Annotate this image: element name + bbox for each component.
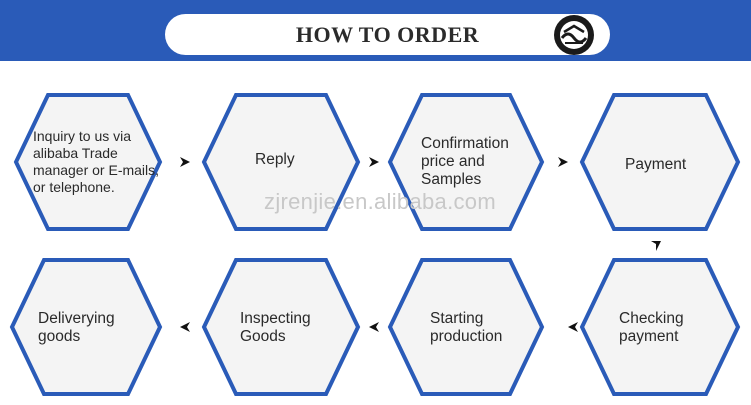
hexagon-step-5	[579, 258, 741, 396]
hexagon-step-6	[387, 258, 545, 396]
arrow-left-icon	[180, 322, 190, 332]
hexagon-step-8	[9, 258, 163, 396]
hexagon-step-3	[387, 93, 545, 231]
step-label: Payment	[625, 156, 687, 173]
watermark: zjrenjie.en.alibaba.com	[264, 189, 496, 214]
company-logo	[554, 15, 594, 55]
arrow-right-icon	[369, 157, 379, 167]
header-pill	[165, 14, 610, 55]
page-title: HOW TO ORDER	[295, 22, 480, 47]
hexagon-step-1	[13, 93, 163, 231]
step-label: Deliverying goods	[38, 310, 115, 345]
arrow-left-icon	[568, 322, 578, 332]
step-label: Inquiry to us via alibaba Trade manager …	[33, 128, 160, 195]
step-label: Confirmation price and Samples	[421, 135, 509, 188]
step-label: Starting production	[430, 310, 503, 345]
step-label: Reply	[255, 151, 295, 168]
arrow-right-icon	[558, 157, 568, 167]
arrow-down-icon	[651, 241, 661, 251]
step-label: Checking payment	[619, 310, 684, 345]
step-label: Inspecting Goods	[240, 310, 311, 345]
arrow-left-icon	[369, 322, 379, 332]
arrow-right-icon	[180, 157, 190, 167]
hexagon-step-7	[201, 258, 361, 396]
hexagon-step-2	[201, 93, 361, 231]
hexagon-step-4	[579, 93, 741, 231]
